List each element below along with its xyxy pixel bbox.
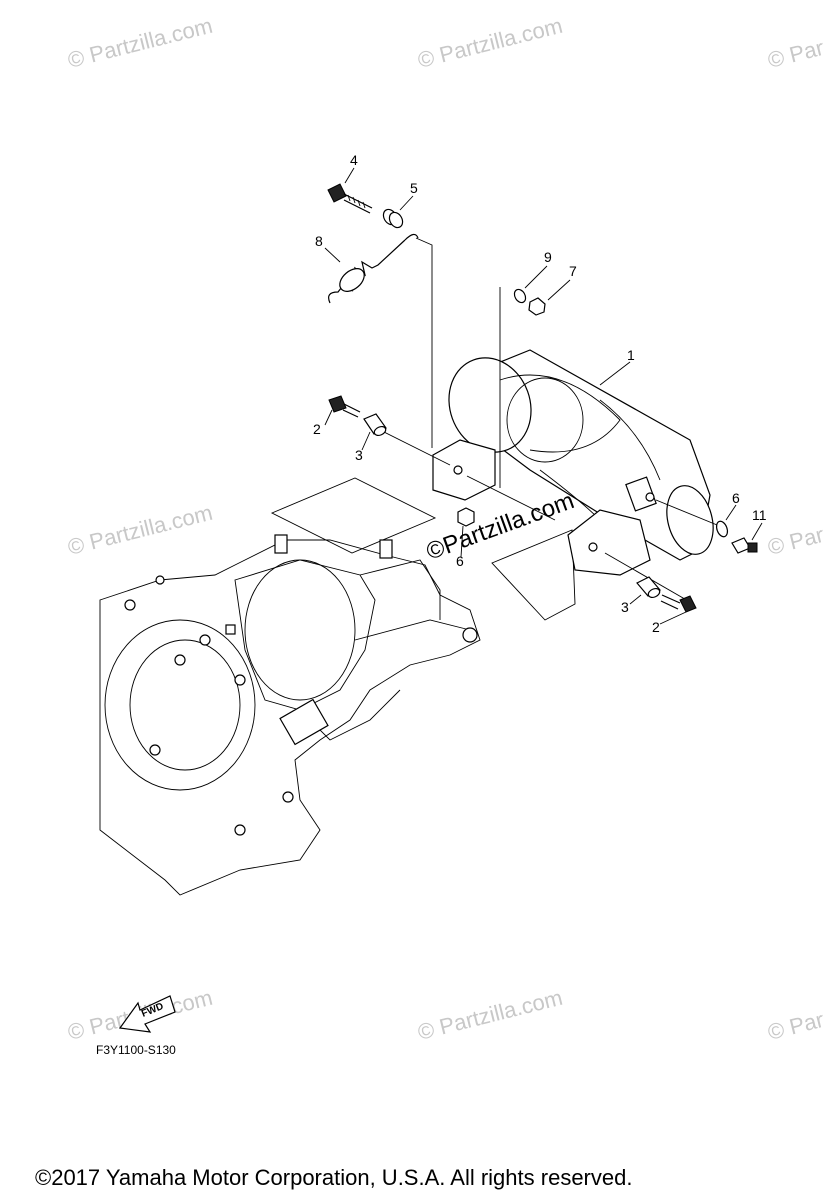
- watermark: © Partzilla.com: [65, 500, 215, 560]
- callout-2-lower: 2: [652, 619, 660, 635]
- nozzle-left-bracket: [432, 439, 496, 501]
- callout-1: 1: [627, 347, 635, 363]
- copyright-notice: ©2017 Yamaha Motor Corporation, U.S.A. A…: [35, 1165, 633, 1190]
- callout-8: 8: [315, 233, 323, 249]
- callout-11: 11: [752, 507, 767, 523]
- washer-part-6-right: [715, 520, 729, 538]
- diagram-code: F3Y1100-S130: [96, 1043, 176, 1057]
- callout-4: 4: [350, 152, 358, 168]
- watermark: © Partzilla.com: [65, 13, 215, 73]
- collar-part-3-lower: [636, 576, 661, 599]
- nut-part-6-center: [457, 507, 475, 527]
- bolt-part-4: [327, 183, 373, 214]
- bolt-part-2-upper: [328, 395, 361, 418]
- callout-3-lower: 3: [621, 599, 629, 615]
- callout-5: 5: [410, 180, 418, 196]
- callout-3-upper: 3: [355, 447, 363, 463]
- collar-part-5: [382, 208, 404, 229]
- watermark: © Partzilla.com: [415, 985, 565, 1045]
- watermark: © Partzilla.com: [415, 13, 565, 73]
- collar-part-3-upper: [363, 413, 387, 437]
- nozzle-part-1: [432, 349, 714, 576]
- washer-part-9: [513, 288, 527, 304]
- callout-leaders: [324, 167, 763, 625]
- callout-2-upper: 2: [313, 421, 321, 437]
- leader-bolt-left: [379, 429, 451, 466]
- bolt-part-2-lower: [660, 594, 697, 613]
- bolt-part-11: [731, 537, 758, 554]
- callout-6-right: 6: [732, 490, 740, 506]
- leader-nozzle-cross: [466, 475, 556, 521]
- nut-part-7: [528, 297, 546, 316]
- watermark: © Partzilla.com: [765, 500, 823, 560]
- spring-part-8: [328, 233, 419, 304]
- leader-washer-right: [655, 499, 723, 528]
- leader-spring: [415, 237, 433, 448]
- watermark: © Partzilla.com: [765, 985, 823, 1045]
- callout-9: 9: [544, 249, 552, 265]
- center-watermark: ©Partzilla.com: [423, 487, 578, 565]
- nozzle-right-bracket: [567, 509, 651, 576]
- reference-plate-right: [491, 529, 576, 621]
- callout-numbers: 4 5 8 9 7 1 2 3 6 6 11 3 2: [313, 152, 767, 635]
- callout-7: 7: [569, 263, 577, 279]
- jet-pump-housing: [99, 534, 481, 896]
- callout-6-center: 6: [456, 553, 464, 569]
- watermark: © Partzilla.com: [765, 13, 823, 73]
- reference-plate-left: [270, 477, 437, 554]
